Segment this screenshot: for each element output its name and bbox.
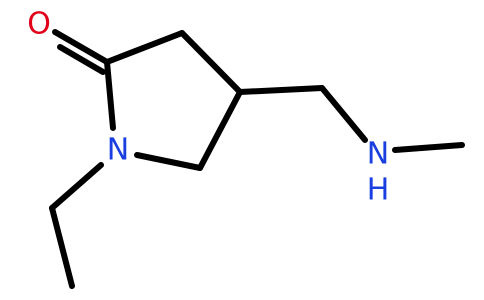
- carbonyl-double-bond-outer: [52, 29, 110, 65]
- amine-hydrogen-label: H: [367, 173, 390, 208]
- ring-bond-c5-n1: [134, 152, 203, 171]
- atom-labels: O N N H: [27, 7, 389, 208]
- ethyl-bond-n-ch2: [49, 162, 104, 211]
- amine-nitrogen-label: N: [367, 137, 389, 172]
- ring-bond-c4-c5: [197, 89, 243, 171]
- side-chain-bond-ch2-nh: [319, 85, 368, 143]
- ethyl-bond-ch2-ch3: [49, 205, 75, 289]
- ring-nitrogen-label: N: [107, 133, 129, 168]
- ring-bond-c3-c4: [179, 30, 243, 95]
- ring-bond-n1-c2: [104, 59, 116, 131]
- ring-bond-c2-c3: [104, 30, 185, 65]
- side-chain-bond-nh-ch3: [392, 142, 465, 153]
- side-chain-bond-c4-ch2: [237, 85, 325, 95]
- bonds: [49, 29, 465, 289]
- carbonyl-double-bond-inner: [57, 44, 106, 75]
- oxygen-label: O: [27, 7, 51, 42]
